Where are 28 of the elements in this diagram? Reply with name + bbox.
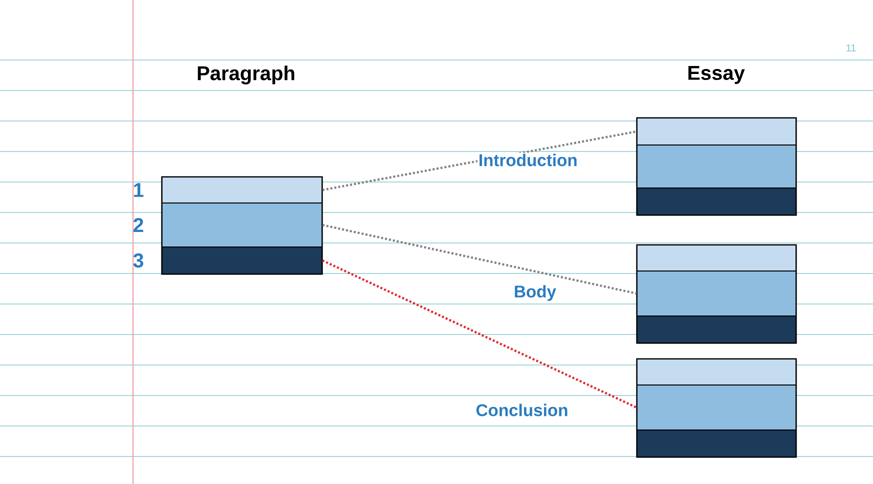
band: [636, 358, 796, 386]
band-number: 2: [134, 218, 144, 232]
column-heading: Essay: [688, 66, 745, 84]
edge-label: Conclusion: [476, 404, 568, 416]
band: [636, 430, 796, 458]
connector-line: [322, 224, 637, 295]
stack-box: [636, 358, 797, 458]
band: [636, 270, 796, 316]
stack-box: [636, 244, 797, 344]
band: [162, 246, 322, 274]
page-number: 11: [846, 44, 856, 52]
connector-line: [322, 130, 637, 192]
band: [636, 384, 796, 430]
stack-box: [636, 117, 797, 216]
band: [636, 316, 796, 344]
band: [636, 188, 796, 216]
band: [636, 244, 796, 272]
band: [162, 202, 322, 248]
stack-box: [161, 176, 323, 275]
column-heading: Paragraph: [198, 66, 294, 84]
band: [636, 144, 796, 188]
edge-label: Introduction: [480, 154, 577, 166]
band: [162, 176, 322, 204]
band: [636, 118, 796, 146]
band-number: 3: [133, 253, 144, 268]
connector-line: [322, 260, 637, 408]
band-number: 1: [134, 183, 144, 197]
edge-label: Body: [514, 285, 556, 301]
